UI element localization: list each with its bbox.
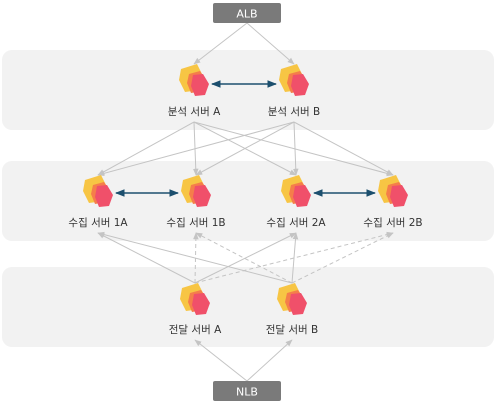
connector-line xyxy=(195,121,295,176)
connector-lines xyxy=(97,22,394,382)
connector-line xyxy=(194,232,297,284)
analysis-server-b[interactable]: 분석 서버 B xyxy=(268,64,321,118)
server-icon xyxy=(277,283,307,315)
dashed-connector xyxy=(194,231,394,284)
connector-line xyxy=(97,232,196,284)
collection-server-2a[interactable]: 수집 서버 2A xyxy=(266,175,326,229)
server-label: 수집 서버 1B xyxy=(166,217,225,229)
relay-tier-band xyxy=(2,267,494,347)
nlb-box[interactable]: NLB xyxy=(213,381,281,401)
nlb-label: NLB xyxy=(236,386,258,399)
server-label: 수집 서버 2A xyxy=(266,217,326,229)
alb-box[interactable]: ALB xyxy=(213,3,281,23)
server-icon xyxy=(83,175,113,207)
server-icon xyxy=(279,64,309,96)
server-label: 분석 서버 B xyxy=(268,106,321,118)
server-icon xyxy=(179,64,209,96)
connector-line xyxy=(97,121,295,177)
collection-server-1a[interactable]: 수집 서버 1A xyxy=(68,175,128,229)
connector-line xyxy=(246,22,295,65)
collection-tier-band xyxy=(2,161,494,241)
connector-line xyxy=(194,339,248,382)
collection-server-1b[interactable]: 수집 서버 1B xyxy=(166,175,226,229)
analysis-server-a[interactable]: 분석 서버 A xyxy=(168,64,221,118)
server-label: 전달 서버 B xyxy=(266,324,319,336)
server-label: 수집 서버 2B xyxy=(363,217,422,229)
server-label: 수집 서버 1A xyxy=(68,217,128,229)
dashed-connector xyxy=(193,232,199,284)
connector-line xyxy=(293,121,394,176)
relay-server-a[interactable]: 전달 서버 A xyxy=(169,283,222,336)
connector-line xyxy=(97,121,195,176)
dashed-connector xyxy=(291,232,394,284)
connector-line xyxy=(193,22,248,65)
alb-label: ALB xyxy=(236,8,257,21)
connector-line xyxy=(292,121,299,176)
collection-server-2b[interactable]: 수집 서버 2B xyxy=(363,175,423,229)
analysis-tier-band xyxy=(2,50,494,130)
connector-line xyxy=(193,121,394,177)
server-icon xyxy=(281,175,311,207)
server-label: 전달 서버 A xyxy=(169,324,222,336)
connector-line xyxy=(246,339,293,382)
pair-links xyxy=(115,80,376,197)
server-icon xyxy=(378,175,408,207)
connector-line xyxy=(291,232,299,284)
server-label: 분석 서버 A xyxy=(168,106,221,118)
server-icon xyxy=(181,175,211,207)
server-icon xyxy=(180,283,210,315)
relay-server-b[interactable]: 전달 서버 B xyxy=(266,283,319,336)
